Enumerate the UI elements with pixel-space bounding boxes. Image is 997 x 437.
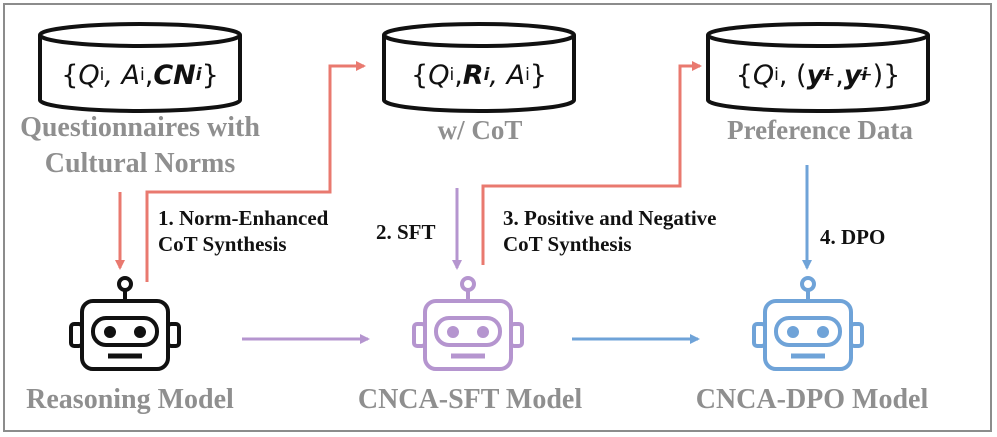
dpo-model-label: CNCA-DPO Model: [695, 384, 929, 415]
step-2-label: 2. SFT: [376, 220, 436, 244]
database-questionnaires-icon: [38, 22, 242, 113]
step-1-label: 1. Norm-Enhanced CoT Synthesis: [158, 206, 329, 256]
cot-caption: w/ CoT: [437, 115, 523, 145]
reasoning-model-robot-icon: [69, 276, 181, 371]
step-4-label: 4. DPO: [820, 225, 886, 249]
sft-model-label: CNCA-SFT Model: [357, 384, 583, 415]
database-cot-icon: [382, 22, 576, 113]
preference-caption: Preference Data: [727, 115, 913, 145]
sft-model-robot-icon: [412, 276, 524, 371]
dpo-model-robot-icon: [752, 276, 864, 371]
questionnaires-caption: Questionnaires with Cultural Norms: [20, 112, 260, 179]
database-preference-icon: [706, 22, 930, 113]
arrow-reasoning-to-cot: [145, 61, 366, 282]
reasoning-model-label: Reasoning Model: [26, 384, 234, 415]
step-3-label: 3. Positive and Negative CoT Synthesis: [503, 206, 717, 256]
arrow-sft-to-preference: [481, 61, 702, 265]
